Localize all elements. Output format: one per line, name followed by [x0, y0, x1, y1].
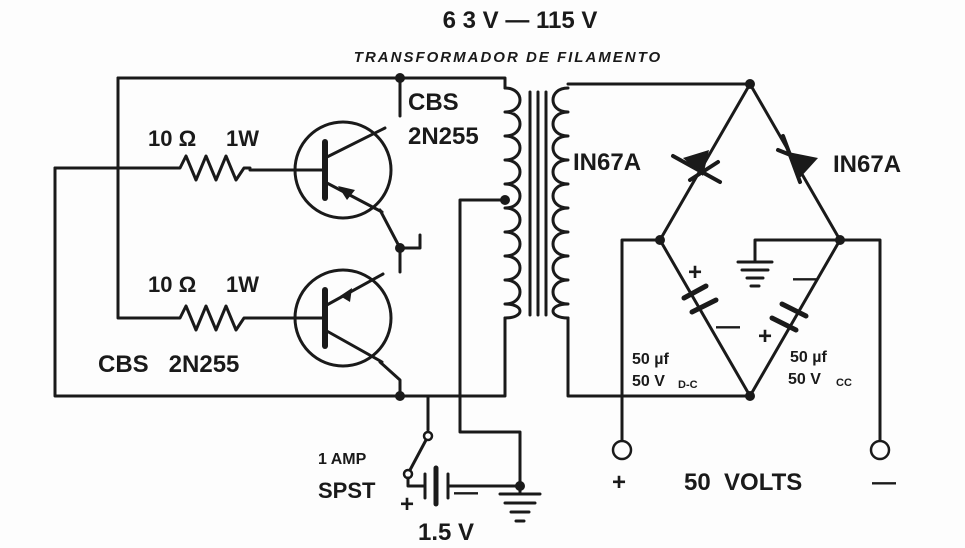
resistor-top-value: 10 Ω — [148, 126, 196, 151]
output-minus-label: — — [872, 469, 896, 496]
output-minus-terminal — [869, 439, 891, 461]
subtitle: TRANSFORMADOR DE FILAMENTO — [354, 49, 662, 66]
output-plus-terminal — [611, 439, 633, 461]
transistor-top — [248, 120, 393, 220]
cap-right-voltage: 50 V — [788, 371, 821, 388]
battery-voltage: 1.5 V — [418, 519, 474, 546]
capacitor-left — [681, 283, 719, 315]
cap-left-minus: — — [716, 313, 740, 340]
cap-right-minus: — — [793, 265, 817, 292]
cap-right-value: 50 µf — [790, 349, 827, 366]
transistor-top-maker: CBS — [408, 89, 459, 116]
output-voltage-label: 50 VOLTS — [684, 469, 802, 496]
switch — [402, 430, 434, 480]
transformer — [503, 86, 570, 320]
junction-dots — [395, 73, 845, 491]
resistor-bottom-power: 1W — [226, 272, 259, 297]
output-plus-label: + — [612, 469, 626, 496]
rectifier-wiring — [566, 82, 882, 442]
cap-left-plus: + — [688, 259, 702, 286]
resistor-top-power: 1W — [226, 126, 259, 151]
transistor-bottom-label: CBS 2N255 — [98, 351, 239, 378]
title: 6 3 V — 115 V — [443, 7, 598, 34]
diode-right-label: IN67A — [833, 151, 901, 178]
cap-left-voltage: 50 V — [632, 373, 665, 390]
transistor-bottom — [248, 268, 393, 368]
ground-icon-bottom — [498, 492, 542, 523]
battery-minus: — — [454, 479, 478, 506]
diode-left-label: IN67A — [573, 149, 641, 176]
capacitor-right — [769, 301, 809, 333]
diode-right — [776, 134, 818, 184]
diode-left — [671, 150, 722, 184]
resistor-top — [173, 154, 252, 182]
oscillator-wiring — [53, 76, 522, 494]
cap-right-voltage-suffix: CC — [836, 377, 852, 389]
cap-left-value: 50 µf — [632, 351, 669, 368]
resistor-bottom — [173, 304, 252, 332]
resistor-bottom-value: 10 Ω — [148, 272, 196, 297]
battery-plus: + — [400, 491, 414, 518]
switch-rating: 1 AMP — [318, 451, 367, 468]
ground-icon — [736, 260, 774, 288]
transistor-top-part: 2N255 — [408, 123, 479, 150]
cap-right-plus: + — [758, 323, 772, 350]
switch-type: SPST — [318, 478, 376, 503]
cap-left-voltage-suffix: D-C — [678, 379, 698, 391]
battery — [423, 465, 450, 507]
